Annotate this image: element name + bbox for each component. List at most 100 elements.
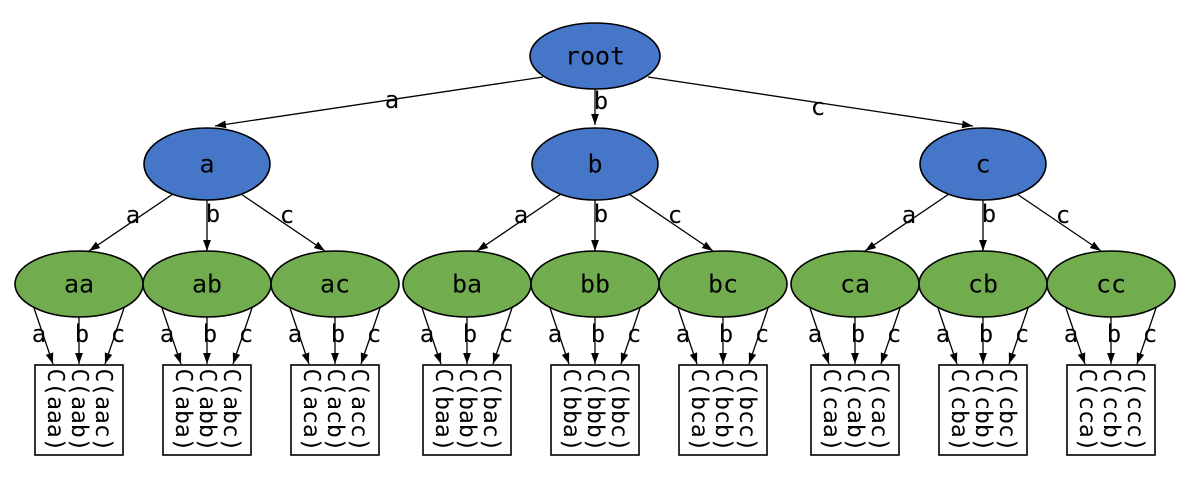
leaf-label-C(baa): C(baa) (430, 368, 456, 451)
edge-label-bc-leaf-c: c (755, 320, 769, 348)
edge-cb-leaf-a (937, 307, 958, 365)
node-bc-ellipse (658, 250, 788, 318)
leaf-label-C(cac): C(cac) (866, 368, 892, 451)
edge-label-aa-leaf-a: a (32, 320, 46, 348)
leaf-label-C(cbb): C(cbb) (970, 368, 996, 451)
node-cc-label: cc (1096, 270, 1126, 299)
node-ca-label: ca (840, 270, 870, 299)
edge-label-bc-leaf-b: b (719, 320, 733, 348)
edge-label-ca-leaf-b: b (851, 320, 865, 348)
edge-a-aa (88, 193, 174, 252)
edge-label-cb-leaf-c: c (1015, 320, 1029, 348)
node-root-label: root (565, 42, 625, 71)
leaf-label-C(bab): C(bab) (454, 368, 480, 451)
node-ab-label: ab (192, 270, 222, 299)
edge-ac-leaf-c (360, 307, 381, 365)
leaf-label-C(aba): C(aba) (170, 368, 196, 451)
leaf-box-ba (422, 364, 512, 456)
edge-ca-leaf-c (880, 307, 901, 365)
leaf-label-C(cbc): C(cbc) (994, 368, 1020, 451)
edge-root-c (647, 76, 974, 129)
edge-bc-leaf-c (748, 307, 769, 365)
edge-label-ca-leaf-a: a (808, 320, 822, 348)
node-ac-label: ac (320, 270, 350, 299)
edge-a-ac (240, 193, 326, 252)
leaf-label-C(aaa): C(aaa) (42, 368, 68, 451)
leaf-box-cc (1066, 364, 1156, 456)
leaf-label-C(acc): C(acc) (346, 368, 372, 451)
node-a-label: a (199, 150, 214, 179)
node-bb-label: bb (580, 270, 610, 299)
leaf-label-C(abb): C(abb) (194, 368, 220, 451)
leaf-box-cb (938, 364, 1028, 456)
edge-label-ab-leaf-a: a (160, 320, 174, 348)
leaf-label-C(bac): C(bac) (478, 368, 504, 451)
leaf-label-C(aca): C(aca) (298, 368, 324, 451)
node-cc-ellipse (1046, 250, 1176, 318)
leaf-label-C(bbc): C(bbc) (606, 368, 632, 451)
leaf-label-C(caa): C(caa) (818, 368, 844, 451)
nodes-layer: C(aaa)C(aab)C(aac)C(aba)C(abb)C(abc)C(ac… (14, 22, 1176, 456)
edge-label-cc-leaf-b: b (1107, 320, 1121, 348)
edge-label-c-ca: a (902, 201, 916, 229)
edge-cc-leaf-a (1065, 307, 1086, 365)
edge-label-b-bb: b (594, 200, 608, 228)
node-cb-label: cb (968, 270, 998, 299)
node-b-label: b (587, 150, 602, 179)
edge-bb-leaf-a (549, 307, 570, 365)
leaf-box-ab (162, 364, 252, 456)
edge-label-b-bc: c (668, 201, 682, 229)
edge-bc-leaf-a (677, 307, 698, 365)
leaf-label-C(ccc): C(ccc) (1122, 368, 1148, 451)
edge-ac-leaf-a (289, 307, 310, 365)
edge-aa-leaf-c (104, 307, 125, 365)
edge-label-ab-leaf-b: b (203, 320, 217, 348)
leaf-label-C(abc): C(abc) (218, 368, 244, 451)
leaf-box-aa (34, 364, 124, 456)
leaf-box-ca (810, 364, 900, 456)
node-c-label: c (975, 150, 990, 179)
edge-label-aa-leaf-b: b (75, 320, 89, 348)
node-b-ellipse (531, 127, 659, 201)
edge-label-ab-leaf-c: c (239, 320, 253, 348)
node-bc-label: bc (708, 270, 738, 299)
edge-label-ac-leaf-c: c (367, 320, 381, 348)
edge-c-cc (1016, 193, 1102, 252)
edge-label-cb-leaf-a: a (936, 320, 950, 348)
edge-label-c-cb: b (982, 200, 996, 228)
node-ac-ellipse (270, 250, 400, 318)
leaf-label-C(bcb): C(bcb) (710, 368, 736, 451)
edge-c-ca (864, 193, 950, 252)
leaf-label-C(cca): C(cca) (1074, 368, 1100, 451)
edge-ba-leaf-a (421, 307, 442, 365)
edge-label-a-aa: a (126, 201, 140, 229)
edge-aa-leaf-a (33, 307, 54, 365)
edge-b-bc (628, 193, 714, 252)
edge-bb-leaf-c (620, 307, 641, 365)
node-ba-label: ba (452, 270, 482, 299)
leaf-box-bc (678, 364, 768, 456)
edge-ab-leaf-c (232, 307, 253, 365)
edge-label-c-cc: c (1056, 201, 1070, 229)
edge-ab-leaf-a (161, 307, 182, 365)
edge-b-ba (476, 193, 562, 252)
edge-label-ba-leaf-a: a (420, 320, 434, 348)
edge-label-root-a: a (385, 86, 399, 114)
leaf-box-ac (290, 364, 380, 456)
node-c-ellipse (919, 127, 1047, 201)
leaf-label-C(bbb): C(bbb) (582, 368, 608, 451)
edge-ca-leaf-a (809, 307, 830, 365)
leaf-label-C(aac): C(aac) (90, 368, 116, 451)
node-aa-label: aa (64, 270, 94, 299)
edge-label-ac-leaf-a: a (288, 320, 302, 348)
edge-label-bb-leaf-b: b (591, 320, 605, 348)
leaf-label-C(bba): C(bba) (558, 368, 584, 451)
edge-label-cc-leaf-c: c (1143, 320, 1157, 348)
edge-label-a-ac: c (280, 201, 294, 229)
edge-label-bb-leaf-c: c (627, 320, 641, 348)
edge-label-ac-leaf-b: b (331, 320, 345, 348)
edge-label-aa-leaf-c: c (111, 320, 125, 348)
